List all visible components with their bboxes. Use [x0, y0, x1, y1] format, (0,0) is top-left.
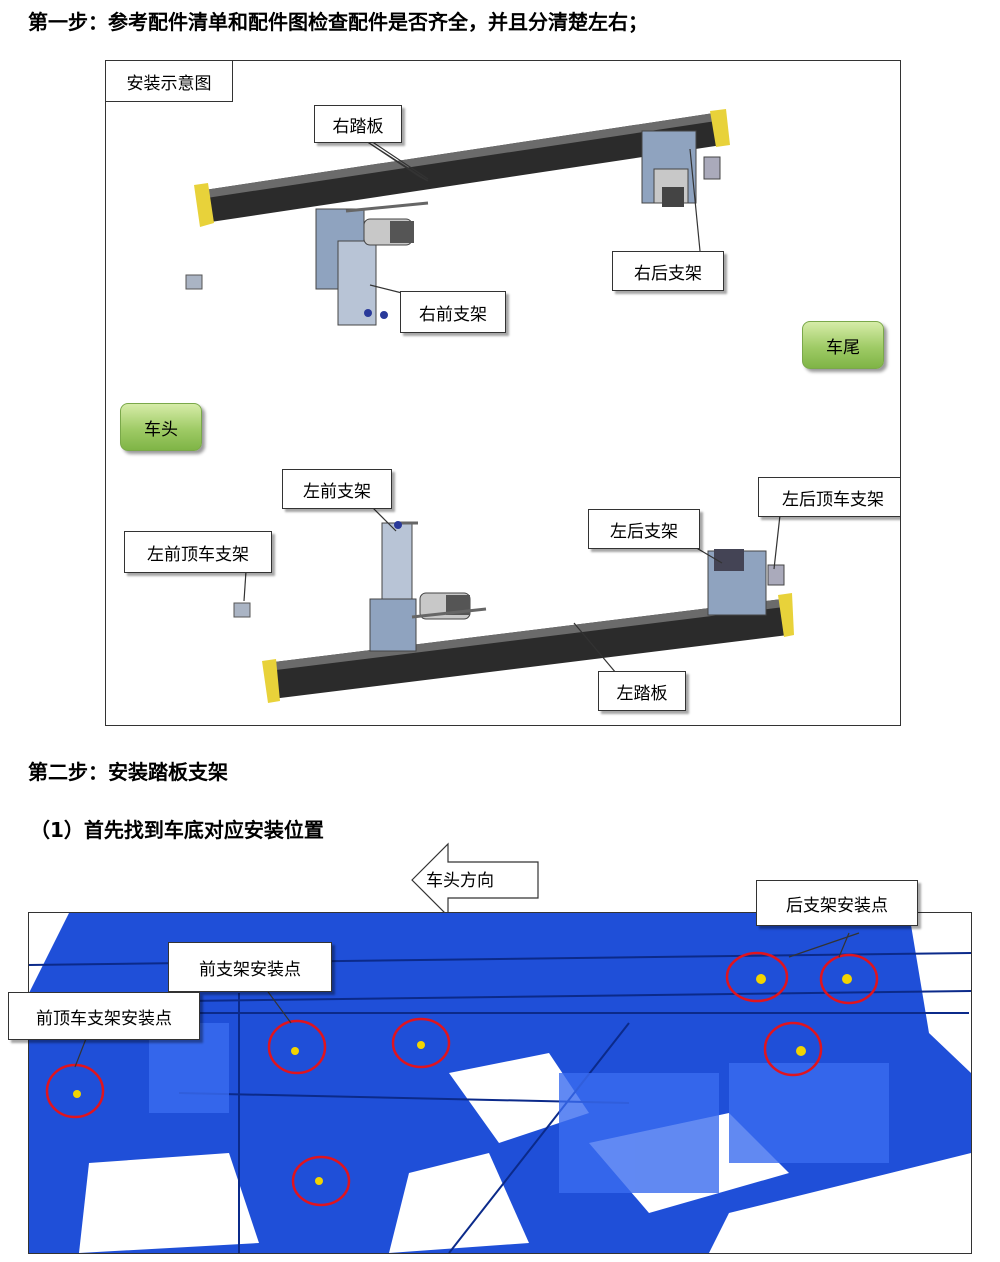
installation-diagram: 安装示意图 右踏板 右前支架 右后支架 左前支架 左后支架 左前顶车支架 左后顶… [105, 60, 901, 726]
direction-label: 车头方向 [426, 871, 494, 891]
step2-heading: 第二步：安装踏板支架 [28, 760, 228, 784]
mount-points [73, 974, 852, 1185]
left-pedal-shape [262, 593, 794, 703]
step1-heading: 第一步：参考配件清单和配件图检查配件是否齐全，并且分清楚左右； [28, 10, 648, 34]
parts-drawing [185, 109, 794, 703]
step2-subheading: （1）首先找到车底对应安装位置 [30, 818, 324, 842]
label-right-pedal: 右踏板 [314, 105, 402, 143]
right-rear-bracket-shape [641, 130, 721, 207]
label-rear-bracket-points: 后支架安装点 [756, 880, 918, 926]
right-top-bracket-shape [185, 274, 203, 290]
rear-button: 车尾 [802, 321, 884, 369]
label-front-top-bracket-point: 前顶车支架安装点 [8, 992, 200, 1040]
label-left-rear-bracket: 左后支架 [588, 509, 700, 549]
label-left-front-top-bracket: 左前顶车支架 [124, 531, 272, 573]
label-left-rear-top-bracket: 左后顶车支架 [758, 477, 900, 517]
right-pedal-shape [194, 109, 730, 227]
label-left-pedal: 左踏板 [598, 671, 686, 711]
label-front-bracket-points: 前支架安装点 [168, 942, 332, 992]
left-rear-bracket-shape [707, 549, 785, 616]
label-right-rear-bracket: 右后支架 [612, 251, 724, 291]
right-front-bracket-shape [315, 201, 429, 326]
label-right-front-bracket: 右前支架 [400, 291, 506, 333]
highlight-circles [45, 951, 879, 1207]
diagram-title: 安装示意图 [106, 61, 233, 102]
left-front-bracket-shape [369, 521, 487, 652]
front-button: 车头 [120, 403, 202, 451]
label-left-front-bracket: 左前支架 [282, 469, 392, 509]
left-top-bracket-shape [233, 602, 251, 618]
